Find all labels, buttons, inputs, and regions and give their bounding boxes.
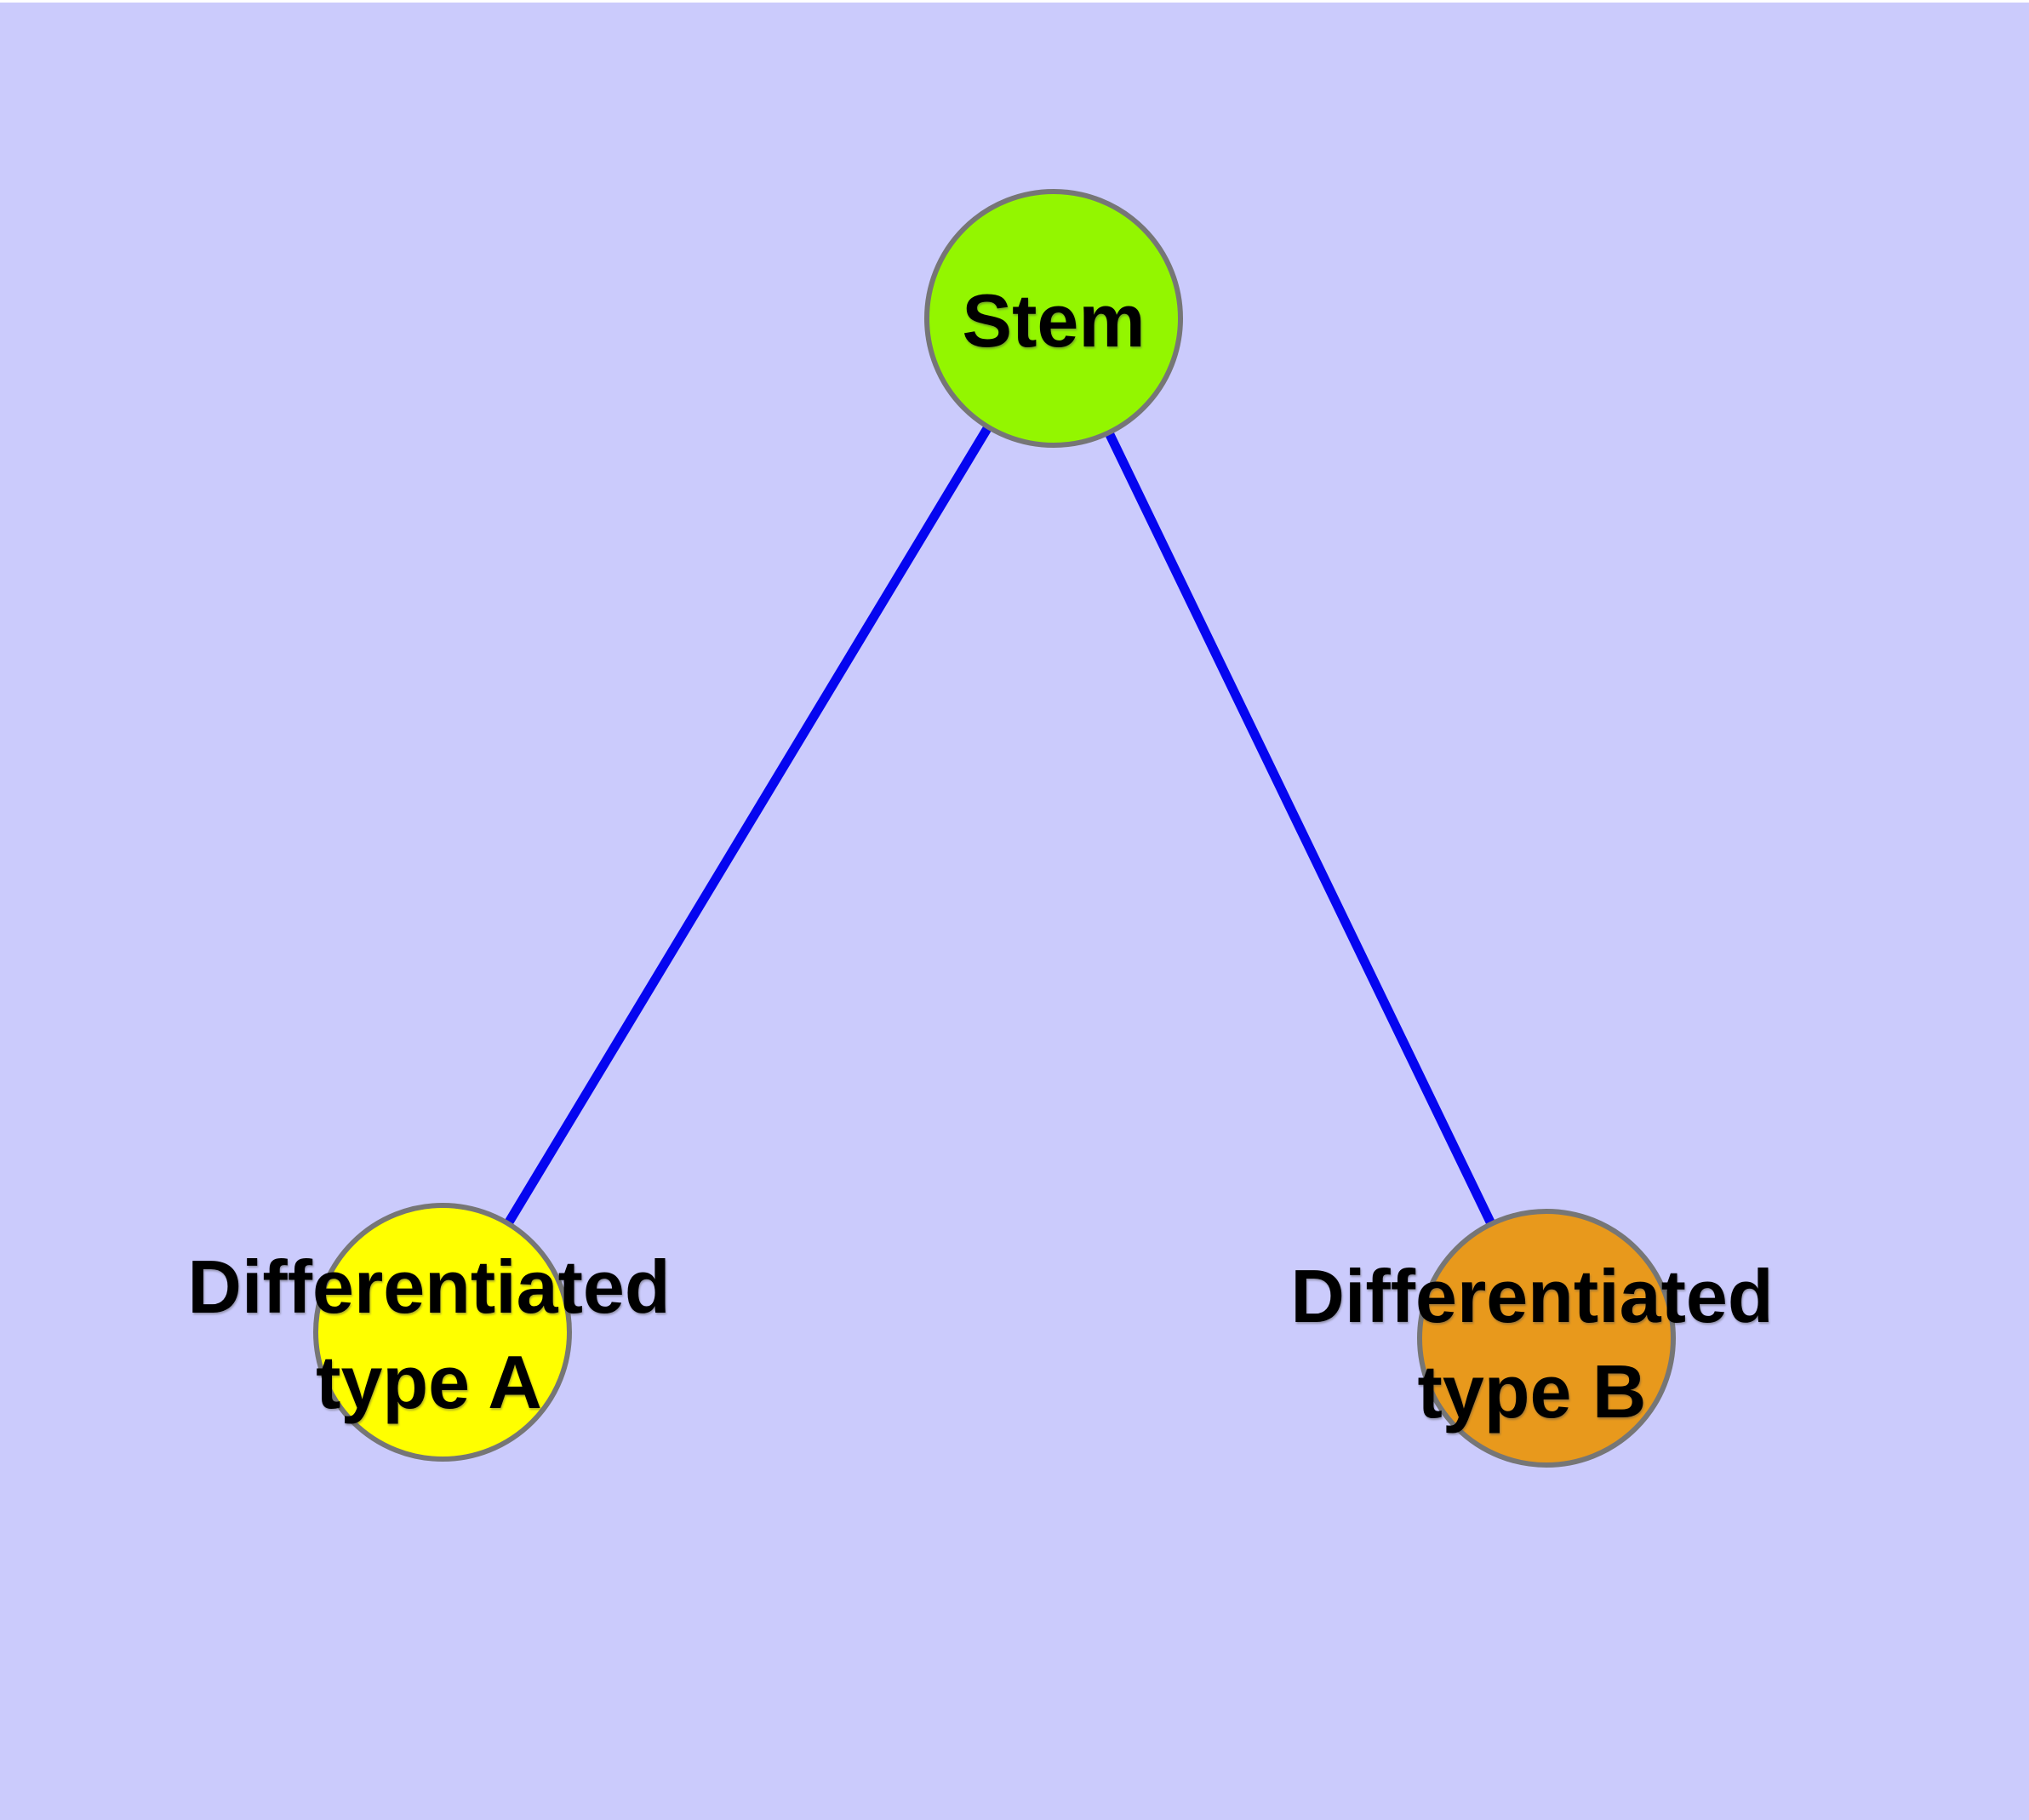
node-differentiated-type-b (1417, 1209, 1676, 1468)
node-differentiated-type-a (313, 1203, 572, 1462)
node-label-type-a: Differentiated type A (187, 1239, 670, 1430)
edge-stem-to-type-a (438, 316, 1058, 1335)
node-label-type-b: Differentiated type B (1290, 1249, 1773, 1439)
node-label-stem: Stem (962, 273, 1145, 369)
node-stem (924, 189, 1183, 448)
node-label-type-b-line2: type B (1417, 1349, 1647, 1434)
node-label-type-a-line1: Differentiated (187, 1245, 671, 1329)
edge-stem-to-type-b (1049, 316, 1551, 1341)
node-label-stem-text: Stem (962, 278, 1146, 363)
node-label-type-a-line2: type A (316, 1340, 542, 1424)
node-label-type-b-line1: Differentiated (1290, 1254, 1774, 1338)
top-border-strip (0, 0, 2029, 3)
